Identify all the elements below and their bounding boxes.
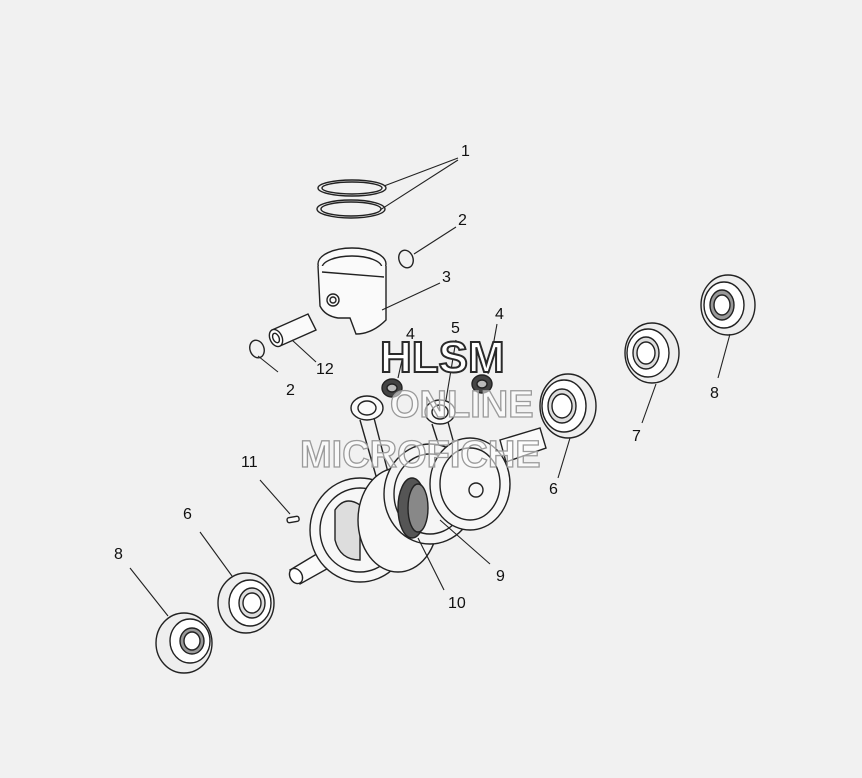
callout-3: 3 [442,269,451,286]
piston-rings[interactable] [316,179,387,219]
needle-bearing-right[interactable] [471,374,493,394]
callout-11: 11 [241,454,258,471]
callout-6-right: 6 [549,481,558,498]
callout-6-left: 6 [183,506,192,523]
callout-7: 7 [632,428,641,445]
callout-8-left: 8 [114,546,123,563]
watermark-line-2: ONLINE [389,384,534,426]
callout-10: 10 [448,595,466,612]
callout-2-upper: 2 [458,212,467,229]
oil-seal-left[interactable] [155,612,213,674]
leader-lines [129,157,731,617]
callout-9: 9 [496,568,505,585]
callout-12: 12 [316,361,334,378]
main-bearing-left[interactable] [217,572,275,634]
circlip-upper[interactable] [396,248,415,270]
callout-8-right: 8 [710,385,719,402]
piston[interactable] [317,247,387,335]
callout-1: 1 [461,143,470,160]
callout-2-lower: 2 [286,382,295,399]
watermark-line-3: MICROFICHE [299,434,541,476]
center-seal[interactable] [397,477,429,539]
crankshaft[interactable] [287,427,547,586]
wrist-pin[interactable] [267,313,317,349]
circlip-lower[interactable] [247,338,266,360]
callout-4-right: 4 [495,306,504,323]
connecting-rods[interactable] [350,395,465,491]
main-bearing-right[interactable] [539,373,597,439]
dowel-pin[interactable] [286,515,300,524]
callout-5: 5 [451,320,460,337]
needle-bearing-left[interactable] [381,378,403,398]
outer-bearing-right[interactable] [624,322,680,384]
callout-4-left: 4 [406,326,415,343]
oil-seal-right[interactable] [700,274,756,336]
watermark-line-1: HLSM [379,333,506,382]
